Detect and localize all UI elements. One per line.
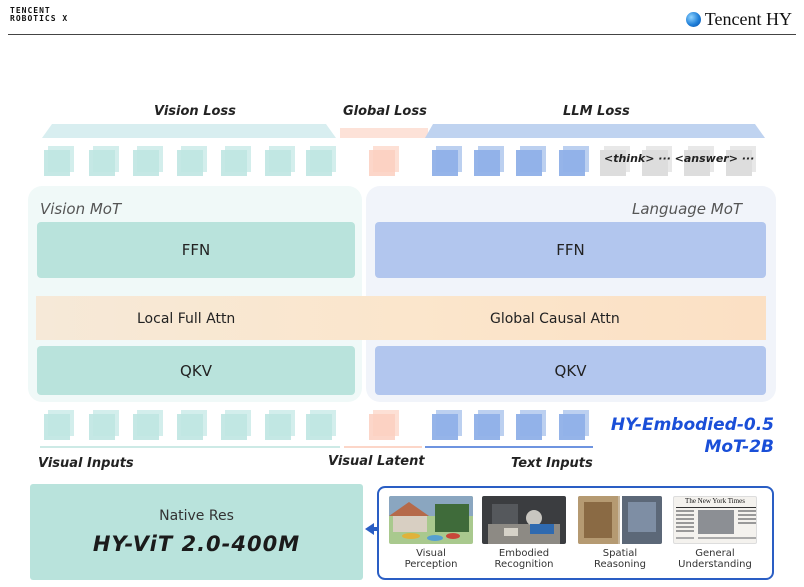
vision-loss-label: Vision Loss: [154, 104, 236, 119]
language-output-token: [516, 146, 546, 176]
visual-latent-token: [369, 410, 399, 440]
vision-output-token: [133, 146, 163, 176]
example-general-understanding: The New York Times General Understandi: [673, 496, 757, 570]
llm-loss-bracket: [425, 124, 765, 138]
special-token-bg: [684, 146, 714, 176]
visual-input-token: [44, 410, 74, 440]
language-ffn-block: FFN: [375, 222, 766, 278]
capabilities-panel: Visual Perception Embodied Recognition: [377, 486, 774, 580]
example-caption-line2: Reasoning: [594, 559, 646, 570]
visual-latent-underline: [344, 446, 422, 448]
global-output-token: [369, 146, 399, 176]
vision-output-token: [306, 146, 336, 176]
model-name-line2: MoT-2B: [704, 437, 774, 457]
visual-latent-label: Visual Latent: [328, 454, 425, 469]
special-token-bg: [600, 146, 630, 176]
visual-input-token: [221, 410, 251, 440]
text-input-token: [432, 410, 462, 440]
visual-input-token: [306, 410, 336, 440]
vision-output-token: [177, 146, 207, 176]
courtyard-photo-icon: [389, 496, 473, 544]
example-caption-line1: General: [695, 548, 735, 559]
org-line1: TENCENT: [10, 6, 51, 15]
language-mot-title: Language MoT: [632, 200, 743, 218]
vit-encoder-block: Native Res HY-ViT 2.0-400M: [30, 484, 363, 580]
org-line2: ROBOTICS X: [10, 14, 69, 23]
language-output-token: [474, 146, 504, 176]
local-full-attn-label: Local Full Attn: [137, 311, 236, 327]
brand-logo: Tencent HY: [685, 9, 792, 30]
text-input-token: [516, 410, 546, 440]
example-spatial-reasoning: Spatial Reasoning: [578, 496, 662, 570]
vision-mot-title: Vision MoT: [40, 200, 122, 218]
text-input-token: [559, 410, 589, 440]
visual-inputs-label: Visual Inputs: [38, 456, 134, 471]
example-caption-line1: Visual: [416, 548, 446, 559]
example-visual-perception: Visual Perception: [389, 496, 473, 570]
vision-qkv-block: QKV: [37, 346, 355, 395]
vit-name: HY-ViT 2.0-400M: [92, 532, 301, 556]
model-name: HY-Embodied-0.5 MoT-2B: [611, 414, 774, 458]
special-token-bg: [726, 146, 756, 176]
special-token-bg: [642, 146, 672, 176]
room-photo-icon: [578, 496, 662, 544]
llm-loss-label: LLM Loss: [563, 104, 630, 119]
brand-globe-icon: [685, 12, 701, 27]
vision-output-token: [265, 146, 295, 176]
header-divider: [8, 34, 796, 35]
example-caption-line1: Spatial: [602, 548, 638, 559]
vision-ffn-block: FFN: [37, 222, 355, 278]
special-tokens-label: <think> ··· <answer> ···: [604, 152, 755, 165]
visual-input-token: [133, 410, 163, 440]
left-arrow-icon: [365, 523, 377, 535]
vit-subtitle: Native Res: [159, 508, 234, 524]
global-loss-label: Global Loss: [343, 104, 427, 119]
language-output-token: [432, 146, 462, 176]
brand-name: Tencent HY: [704, 9, 792, 29]
org-logo-text: TENCENT ROBOTICS X: [10, 7, 68, 23]
language-output-token: [559, 146, 589, 176]
visual-input-token: [177, 410, 207, 440]
example-caption-line2: Recognition: [494, 559, 554, 570]
vision-loss-bracket: [42, 124, 336, 138]
text-inputs-label: Text Inputs: [511, 456, 593, 471]
robot-desk-photo-icon: [482, 496, 566, 544]
example-embodied-recognition: Embodied Recognition: [482, 496, 566, 570]
vision-output-token: [44, 146, 74, 176]
visual-input-token: [265, 410, 295, 440]
global-causal-attn-label: Global Causal Attn: [490, 311, 620, 327]
model-name-line1: HY-Embodied-0.5: [610, 415, 774, 435]
example-caption-line1: Embodied: [498, 548, 550, 559]
newspaper-photo-icon: The New York Times: [673, 496, 757, 544]
visual-input-token: [89, 410, 119, 440]
language-qkv-block: QKV: [375, 346, 766, 395]
global-loss-bracket: [340, 128, 428, 138]
example-caption-line2: Perception: [404, 559, 458, 570]
vision-output-token: [89, 146, 119, 176]
newspaper-masthead: The New York Times: [685, 497, 745, 505]
vision-output-token: [221, 146, 251, 176]
text-inputs-underline: [425, 446, 593, 448]
visual-inputs-underline: [40, 446, 340, 448]
attention-band: [36, 296, 766, 340]
text-input-token: [474, 410, 504, 440]
example-caption-line2: Understanding: [678, 559, 752, 570]
